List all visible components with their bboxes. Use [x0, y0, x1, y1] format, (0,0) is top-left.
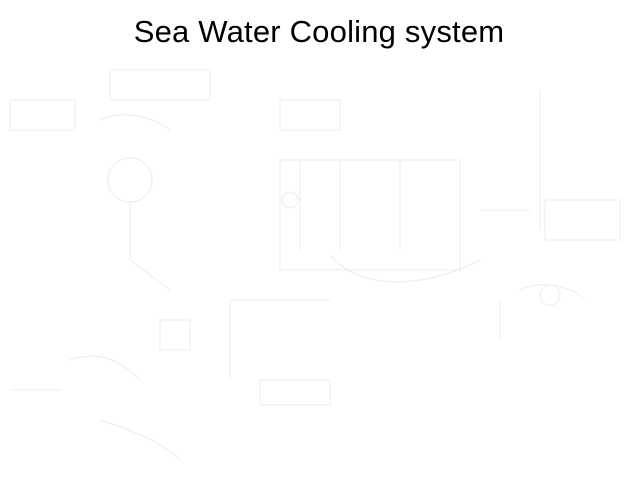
slide-title: Sea Water Cooling system	[133, 14, 505, 49]
faint-schematic-lines	[9, 69, 621, 461]
cooling-system-diagram	[9, 69, 621, 461]
